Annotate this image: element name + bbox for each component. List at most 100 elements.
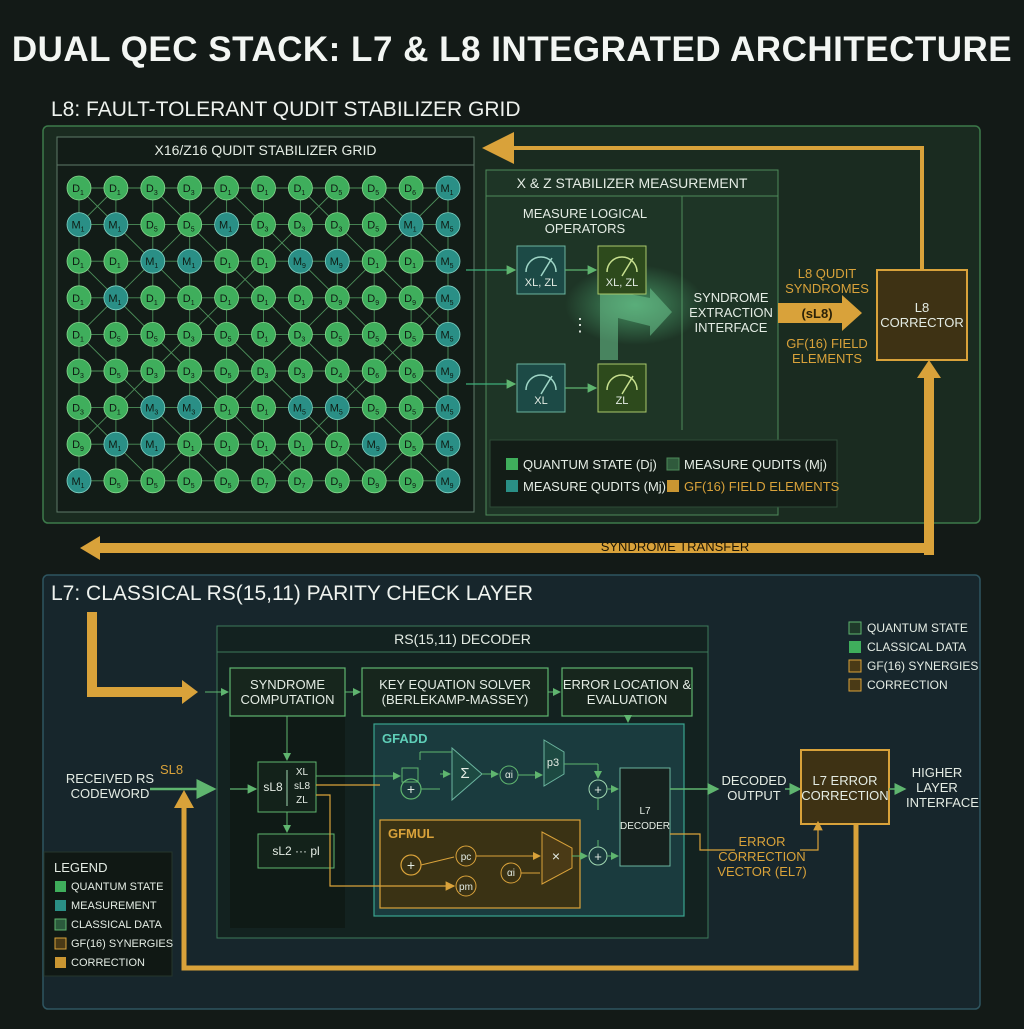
l7-error-correction-box <box>800 749 890 825</box>
qudit-node-label: D1 <box>109 256 121 270</box>
qudit-node: M5 <box>435 431 461 457</box>
gfadd-plus-symbol: + <box>406 781 416 797</box>
qudit-node: D5 <box>140 321 166 347</box>
qudit-node-label: M3 <box>145 403 158 417</box>
qudit-node-circle <box>140 248 166 274</box>
out-plus-symbol-2: + <box>594 849 602 864</box>
qudit-node-circle <box>103 248 129 274</box>
meter-2-label: XL, ZL <box>605 277 639 289</box>
qudit-node-circle <box>140 358 166 384</box>
qudit-node: M5 <box>435 248 461 274</box>
qudit-node-circle <box>251 468 276 494</box>
meter-4-label: ZL <box>615 395 629 407</box>
qudit-node-label: D1 <box>109 403 121 417</box>
pc-symbol: pc <box>460 852 472 863</box>
qudit-node-label: D5 <box>367 403 379 417</box>
qudit-node: D5 <box>361 212 387 238</box>
qudit-node: D1 <box>287 431 313 457</box>
feedback-arrow-top <box>482 132 924 270</box>
qudit-node: D3 <box>140 175 166 201</box>
qudit-syndromes-label: L8 QUDIT SYNDROMES <box>785 266 869 296</box>
qudit-node-circle <box>324 248 350 274</box>
qudit-node-circle <box>214 321 240 347</box>
qudit-node-label: D1 <box>72 329 84 343</box>
qudit-node: D1 <box>66 175 92 201</box>
qudit-node-circle <box>287 321 313 347</box>
syn-box-top: sL8 <box>263 780 283 794</box>
l7-section-title: L7: CLASSICAL RS(15,11) PARITY CHECK LAY… <box>51 582 534 605</box>
qudit-node-label: D3 <box>293 329 305 343</box>
qudit-node-label: D5 <box>220 476 232 490</box>
meter-3 <box>516 363 566 413</box>
qudit-node-label: D6 <box>367 366 379 380</box>
qudit-node: D1 <box>66 285 92 311</box>
qudit-node-label: M1 <box>145 439 158 453</box>
qudit-node-label: D1 <box>220 403 232 417</box>
qudit-node-label: D5 <box>220 329 232 343</box>
qudit-node-label: D1 <box>257 293 269 307</box>
qudit-node-label: D5 <box>330 183 342 197</box>
qudit-node-label: D1 <box>72 256 84 270</box>
qudit-node-circle <box>251 321 276 347</box>
gf-field-label: GF(16) FIELD ELEMENTS <box>786 336 868 366</box>
qudit-node: D1 <box>251 321 276 347</box>
qudit-node: D1 <box>287 285 313 311</box>
l8-corrector-label: L8 CORRECTOR <box>880 300 964 330</box>
syndrome-interface-label: SYNDROME EXTRACTION INTERFACE <box>689 290 773 335</box>
qudit-node-circle <box>140 212 166 238</box>
qudit-node: M5 <box>435 395 461 421</box>
qudit-node: M3 <box>177 395 203 421</box>
syndrome-transfer-label: SYNDROME TRANSFER <box>600 539 750 554</box>
qudit-node-circle <box>287 248 313 274</box>
qudit-node-label: D6 <box>404 366 416 380</box>
qudit-node: M5 <box>435 212 461 238</box>
qudit-node-circle <box>177 175 203 201</box>
qudit-node: D5 <box>177 212 203 238</box>
qudit-node-label: D9 <box>404 476 416 490</box>
qudit-node: D1 <box>398 248 424 274</box>
qudit-node-circle <box>435 431 461 457</box>
qudit-node-circle <box>177 358 203 384</box>
meter-ellipsis: ⋮ <box>571 315 589 335</box>
qudit-node: D1 <box>103 175 129 201</box>
qudit-node-circle <box>140 285 166 311</box>
qudit-node-circle <box>177 212 203 238</box>
qudit-node: D5 <box>398 395 424 421</box>
qudit-node: D1 <box>103 395 129 421</box>
qudit-node-label: D9 <box>330 293 342 307</box>
page-title: DUAL QEC STACK: L7 & L8 INTEGRATED ARCHI… <box>11 30 1013 69</box>
qudit-node: M1 <box>435 175 461 201</box>
l8-legend-2: MEASURE QUDITS (Mj) <box>523 479 666 494</box>
qudit-node-label: D1 <box>257 256 269 270</box>
qudit-node-label: M5 <box>293 403 306 417</box>
qudit-node-label: D9 <box>367 476 379 490</box>
qudit-node-label: D3 <box>146 366 158 380</box>
qudit-node-label: D1 <box>220 439 232 453</box>
qudit-node-circle <box>103 358 129 384</box>
qudit-node-circle <box>251 395 276 421</box>
qudit-node-label: D5 <box>183 476 195 490</box>
qudit-node-label: D5 <box>146 476 158 490</box>
qudit-node-label: D1 <box>220 256 232 270</box>
qudit-node-circle <box>398 395 424 421</box>
qudit-node-label: D1 <box>367 256 379 270</box>
qudit-node-circle <box>177 395 203 421</box>
qudit-node-label: M5 <box>330 403 343 417</box>
qudit-node-circle <box>140 175 166 201</box>
qudit-node-circle <box>251 175 276 201</box>
qudit-node-label: D3 <box>257 220 269 234</box>
qudit-node: M3 <box>140 395 166 421</box>
qudit-node: D3 <box>66 358 92 384</box>
qudit-node-label: D9 <box>72 439 84 453</box>
qudit-node-label: D5 <box>330 329 342 343</box>
qudit-node: D5 <box>361 175 387 201</box>
qudit-node: D1 <box>214 395 240 421</box>
gfmul-plus-symbol: + <box>406 857 416 873</box>
qudit-node: D5 <box>140 212 166 238</box>
qudit-node: M9 <box>287 248 313 274</box>
qudit-node-circle <box>324 175 350 201</box>
l7-legend-left-4: GF(16) SYNERGIES <box>71 938 174 950</box>
l7-legend-left-3: CLASSICAL DATA <box>71 919 162 931</box>
qudit-node-label: M1 <box>440 183 453 197</box>
qudit-node: M5 <box>287 395 313 421</box>
